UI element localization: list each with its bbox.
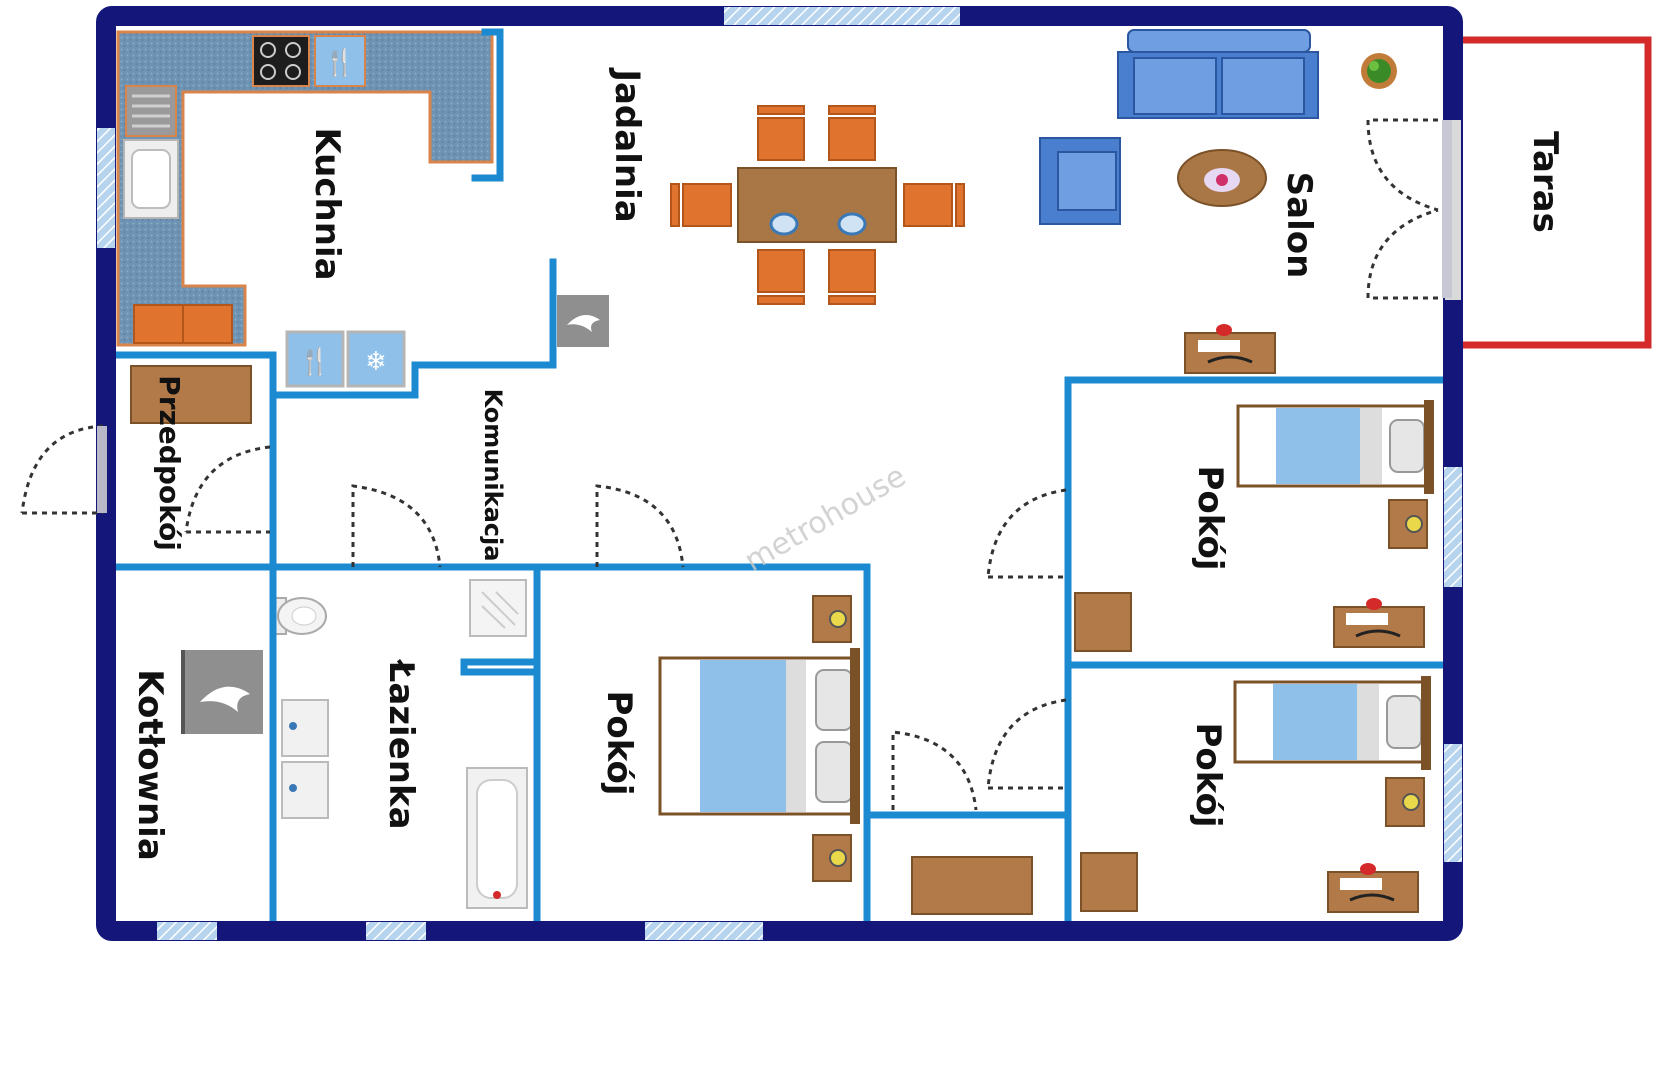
wardrobe: [130, 365, 252, 424]
kitchen-counters: 🍴: [116, 30, 494, 347]
armchair: [1039, 137, 1121, 225]
bed-double: [658, 648, 860, 824]
room-label-bathroom: Łazienka: [381, 658, 421, 829]
media-cabinet: [1184, 324, 1276, 374]
desk: [1327, 598, 1425, 913]
sink-icon: [281, 699, 329, 819]
stove-icon: [252, 35, 310, 87]
room-label-hall: Przedpokój: [153, 375, 186, 551]
entrance-door: [97, 426, 107, 513]
room-label-corridor: Komunikacja: [479, 389, 507, 562]
wardrobe: [911, 592, 1138, 915]
room-label-boiler: Kotłownia: [130, 669, 170, 861]
dining-set: [670, 105, 965, 305]
cutlery-icon: [314, 35, 366, 87]
doors: [20, 118, 1439, 811]
sofa: [1117, 29, 1319, 119]
svg-text:🍴: 🍴: [299, 346, 331, 377]
bed-single-lower: [1233, 676, 1431, 770]
bed-single-upper: [1236, 400, 1434, 494]
room-label-living: Salon: [1279, 172, 1319, 279]
plant-icon: [1361, 53, 1397, 89]
room-label-room-east-lower: Pokój: [1188, 723, 1228, 828]
snowflake-icon: ❄: [365, 347, 387, 377]
room-label-terrace: Taras: [1525, 131, 1565, 233]
toilet-icon: [271, 597, 327, 635]
room-label-room-center: Pokój: [599, 691, 639, 796]
kitchen-unit: [285, 330, 345, 388]
watermark: metrohouse: [739, 459, 912, 579]
lamp-icon: [829, 515, 1423, 867]
shower-icon: [469, 579, 527, 637]
bathtub-icon: [466, 767, 528, 909]
svg-text:🍴: 🍴: [324, 47, 356, 78]
fridge: [346, 330, 406, 388]
room-label-room-east-upper: Pokój: [1190, 466, 1230, 571]
room-label-kitchen: Kuchnia: [307, 127, 347, 280]
terrace-door: [1442, 120, 1452, 298]
room-label-dining: Jadalnia: [607, 67, 647, 222]
interior-walls: [114, 28, 1444, 927]
